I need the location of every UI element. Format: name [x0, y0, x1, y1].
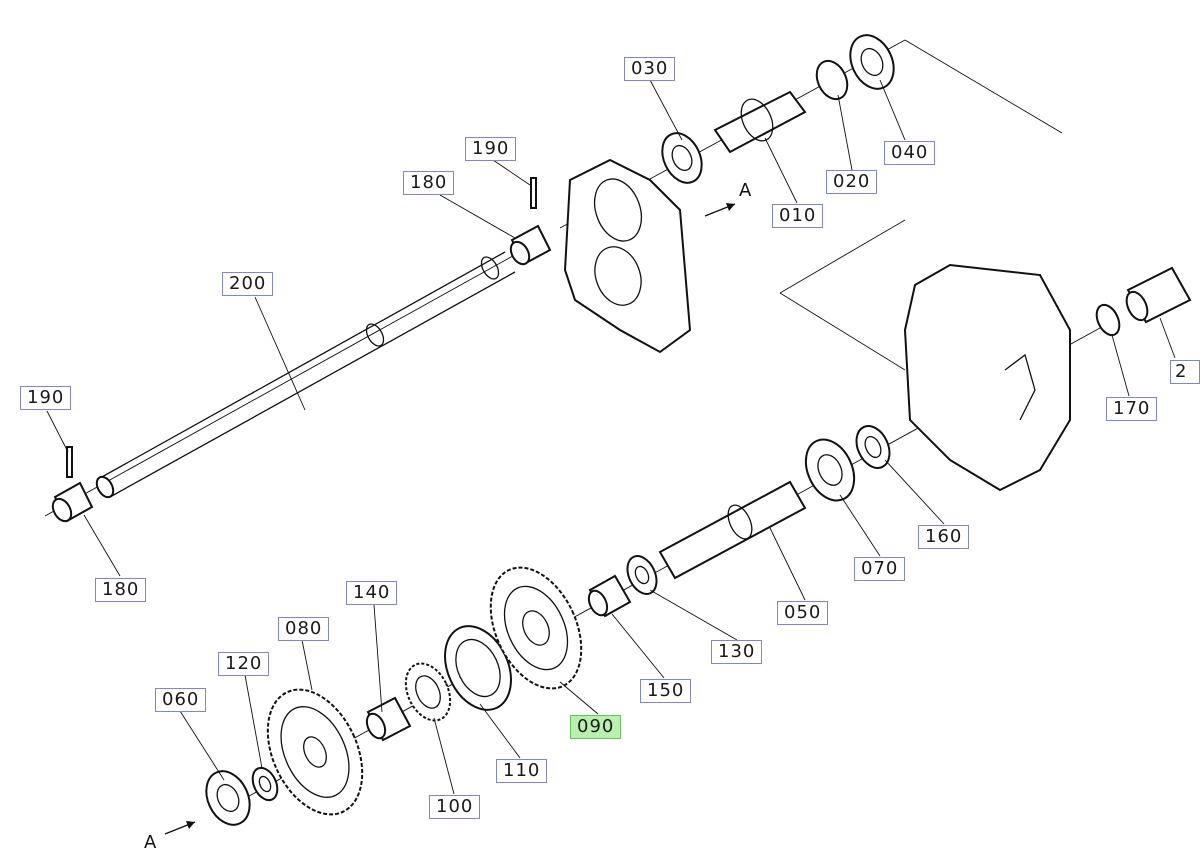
callout-190-upper[interactable]: 190: [465, 137, 517, 161]
washer-120: [251, 766, 279, 802]
shaft-050: [658, 480, 807, 580]
callout-010[interactable]: 010: [772, 204, 824, 228]
callout-180-lower[interactable]: 180: [95, 578, 147, 602]
seal-170: [1095, 303, 1121, 337]
bearing-060: [205, 770, 251, 826]
callout-110[interactable]: 110: [496, 759, 548, 783]
bearing-070: [804, 438, 856, 502]
callout-070[interactable]: 070: [854, 557, 906, 581]
callout-2-partial[interactable]: 2: [1170, 360, 1200, 384]
washer-130: [626, 555, 658, 595]
callout-130[interactable]: 130: [711, 640, 763, 664]
gear-090: [489, 566, 583, 690]
callout-100[interactable]: 100: [429, 795, 481, 819]
gearbox-housing: [903, 263, 1071, 492]
leader-lines: [46, 79, 1176, 795]
sleeve-150: [587, 574, 632, 618]
section-mark-bottom: A: [144, 832, 157, 853]
sleeve-180-lower: [51, 481, 94, 523]
ring-110: [444, 625, 512, 711]
callout-040[interactable]: 040: [884, 141, 936, 165]
callout-170[interactable]: 170: [1106, 397, 1158, 421]
callout-140[interactable]: 140: [346, 581, 398, 605]
pin-190-lower: [66, 446, 73, 478]
seal-160: [855, 425, 891, 469]
callout-190-lower[interactable]: 190: [20, 386, 72, 410]
callout-120[interactable]: 120: [218, 652, 270, 676]
bearing-030: [661, 132, 703, 184]
gear-100: [404, 662, 452, 722]
shaft-axis-line: [44, 251, 521, 517]
callout-050[interactable]: 050: [777, 601, 829, 625]
gear-020: [815, 59, 849, 101]
callout-030[interactable]: 030: [624, 57, 676, 81]
sleeve-180-upper: [509, 224, 552, 266]
shaft-010: [713, 90, 807, 154]
bearing-040: [849, 34, 895, 90]
callout-180-upper[interactable]: 180: [403, 171, 455, 195]
long-shaft-200: [95, 251, 516, 499]
section-mark-top: A: [739, 180, 752, 201]
callout-060[interactable]: 060: [155, 688, 207, 712]
gearbox-plate: [563, 158, 692, 354]
lower-guide-line: [779, 292, 906, 371]
callout-150[interactable]: 150: [640, 679, 692, 703]
callout-160[interactable]: 160: [918, 525, 970, 549]
callout-020[interactable]: 020: [826, 170, 878, 194]
callout-090[interactable]: 090: [570, 715, 622, 739]
upper-guide-line: [904, 39, 1063, 134]
sleeve-140: [365, 696, 412, 742]
gear-080: [266, 688, 364, 816]
pin-190-upper: [530, 177, 537, 209]
sleeve-right: [1125, 266, 1192, 324]
callout-200[interactable]: 200: [222, 272, 274, 296]
lower-guide-line-2: [779, 219, 906, 294]
callout-080[interactable]: 080: [278, 617, 330, 641]
